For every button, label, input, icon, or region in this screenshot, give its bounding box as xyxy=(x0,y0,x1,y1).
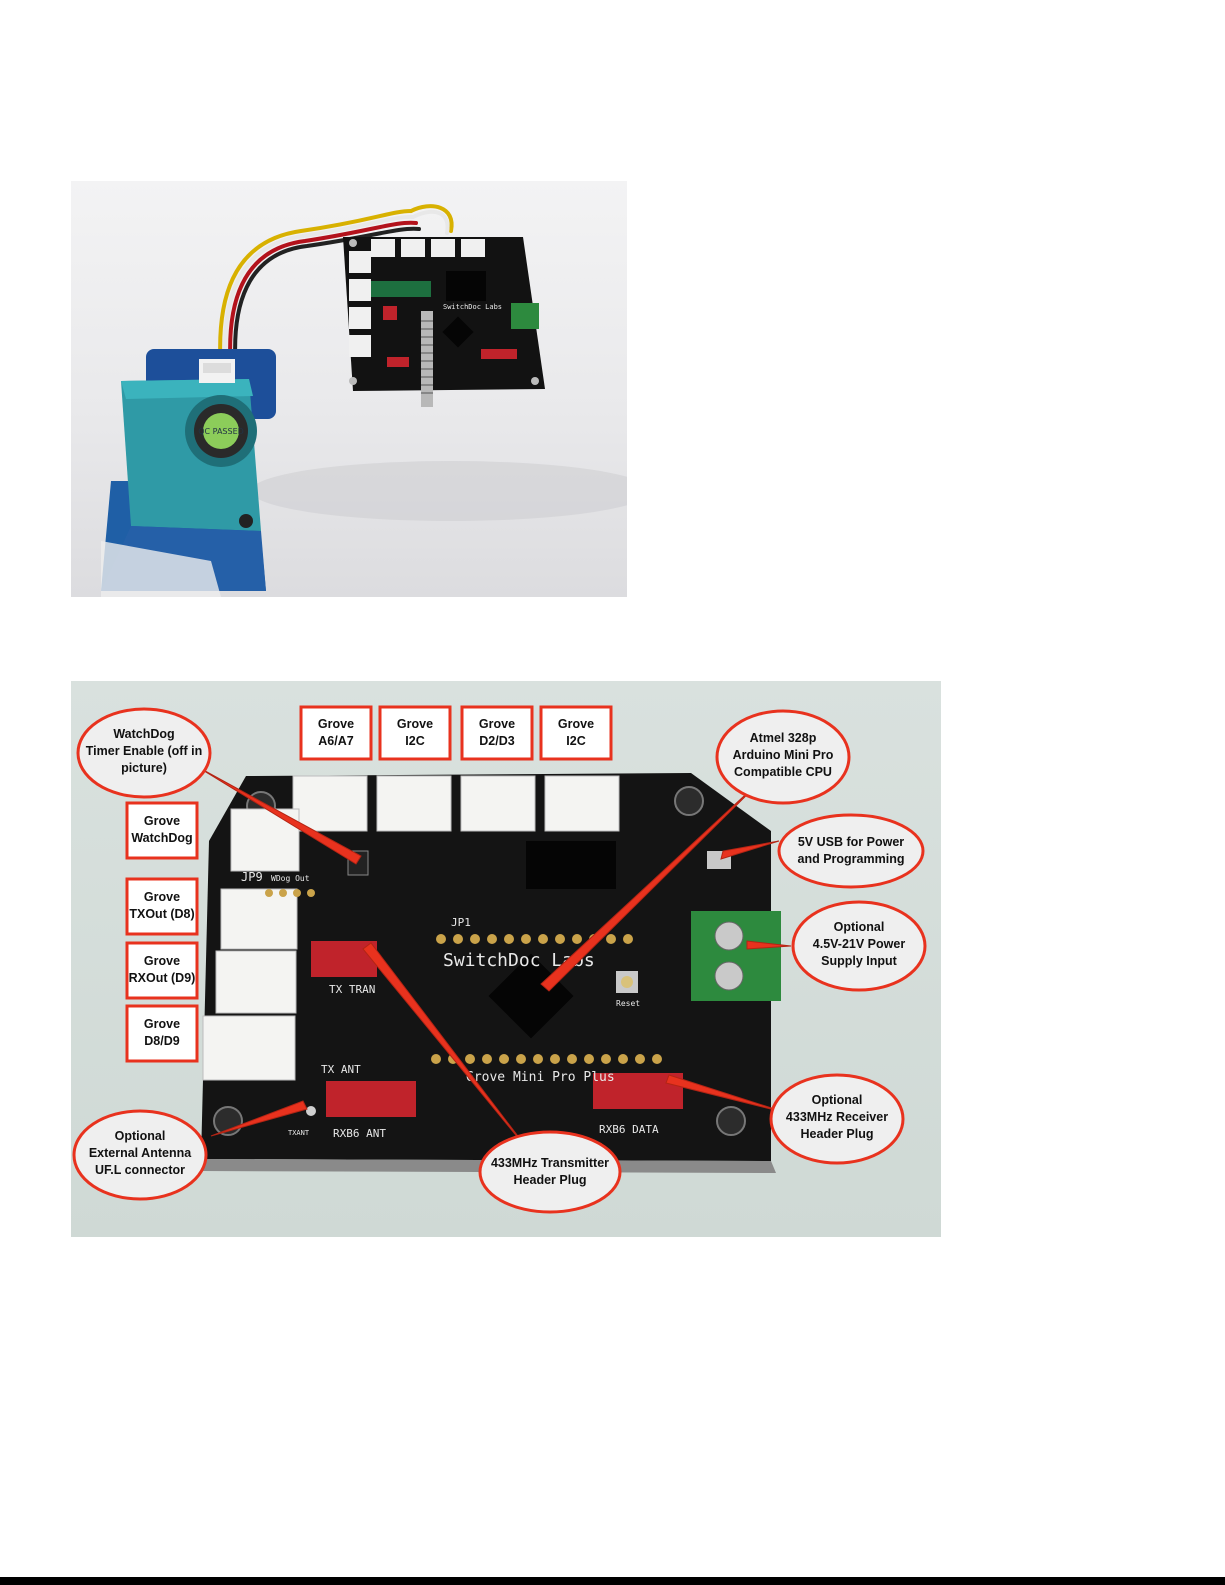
rxb6-ant-header xyxy=(326,1081,416,1117)
svg-text:I2C: I2C xyxy=(405,734,424,748)
particle-sensor-module: QC PASSED xyxy=(101,349,276,597)
callout-watchdog: WatchDog Timer Enable (off in picture) xyxy=(76,707,212,799)
svg-text:I2C: I2C xyxy=(566,734,585,748)
svg-text:Grove: Grove xyxy=(144,814,180,828)
svg-text:5V USB for Power: 5V USB for Power xyxy=(798,835,904,849)
silk-reset: Reset xyxy=(616,999,640,1008)
svg-text:D8/D9: D8/D9 xyxy=(144,1034,179,1048)
svg-text:RXOut (D9): RXOut (D9) xyxy=(129,971,196,985)
svg-text:Grove: Grove xyxy=(397,717,433,731)
silk-jp9: JP9 xyxy=(241,870,263,884)
callout-pointers xyxy=(195,765,792,1157)
label-grove-d2-d3: Grove D2/D3 xyxy=(460,705,534,761)
svg-text:Optional: Optional xyxy=(115,1129,166,1143)
svg-text:433MHz Transmitter: 433MHz Transmitter xyxy=(491,1156,609,1170)
svg-text:picture): picture) xyxy=(121,761,167,775)
label-grove-rxout: Grove RXOut (D9) xyxy=(125,941,199,1000)
silk-tx-ant: TX ANT xyxy=(321,1063,361,1076)
svg-text:Header Plug: Header Plug xyxy=(801,1127,874,1141)
svg-text:Grove: Grove xyxy=(479,717,515,731)
left-grove-connectors xyxy=(202,808,300,1081)
label-grove-i2c-1: Grove I2C xyxy=(378,705,452,761)
callout-receiver: Optional 433MHz Receiver Header Plug xyxy=(769,1073,905,1165)
silk-wdog: WDog Out xyxy=(271,874,310,883)
label-grove-a6-a7: Grove A6/A7 xyxy=(299,705,373,761)
callout-antenna: Optional External Antenna UF.L connector xyxy=(72,1109,208,1201)
silk-jp1: JP1 xyxy=(451,916,471,929)
svg-text:Grove: Grove xyxy=(558,717,594,731)
qc-sticker: QC PASSED xyxy=(198,427,244,436)
silk-logo: SwitchDoc Labs xyxy=(443,950,595,971)
svg-text:4.5V-21V Power: 4.5V-21V Power xyxy=(813,937,906,951)
board-logo: SwitchDoc Labs xyxy=(443,303,502,311)
svg-text:TXOut (D8): TXOut (D8) xyxy=(129,907,194,921)
svg-text:Timer Enable (off in: Timer Enable (off in xyxy=(86,744,202,758)
silk-board-name: Grove Mini Pro Plus xyxy=(466,1070,615,1085)
svg-text:UF.L connector: UF.L connector xyxy=(95,1163,185,1177)
svg-text:Optional: Optional xyxy=(834,920,885,934)
svg-text:Compatible CPU: Compatible CPU xyxy=(734,765,832,779)
callout-usb: 5V USB for Power and Programming xyxy=(777,813,925,889)
annotated-board-photo: SwitchDoc Labs Grove Mini Pro Plus JP9 W… xyxy=(71,681,941,1237)
svg-text:Supply Input: Supply Input xyxy=(821,954,898,968)
ufl-connector xyxy=(306,1106,316,1116)
silk-txant: TXANT xyxy=(288,1129,310,1137)
label-grove-i2c-2: Grove I2C xyxy=(539,705,613,761)
svg-text:WatchDog: WatchDog xyxy=(131,831,192,845)
label-grove-d8-d9: Grove D8/D9 xyxy=(125,1004,199,1063)
svg-text:External Antenna: External Antenna xyxy=(89,1146,192,1160)
svg-text:Optional: Optional xyxy=(812,1093,863,1107)
svg-text:Grove: Grove xyxy=(144,890,180,904)
silk-tx-tran: TX TRAN xyxy=(329,983,375,996)
svg-text:A6/A7: A6/A7 xyxy=(318,734,353,748)
page-bottom-rule xyxy=(0,1577,1225,1585)
silk-rxb6-data: RXB6 DATA xyxy=(599,1123,659,1136)
svg-text:Grove: Grove xyxy=(144,1017,180,1031)
label-grove-watchdog: Grove WatchDog xyxy=(125,801,199,860)
silk-rxb6-ant: RXB6 ANT xyxy=(333,1127,386,1140)
svg-text:Header Plug: Header Plug xyxy=(514,1173,587,1187)
board-with-sensor-photo: QC PASSED SwitchDo xyxy=(71,181,627,597)
callout-power: Optional 4.5V-21V Power Supply Input xyxy=(791,900,927,992)
usb-serial-chip xyxy=(526,841,616,889)
svg-text:433MHz Receiver: 433MHz Receiver xyxy=(786,1110,888,1124)
grove-cable xyxy=(218,204,454,373)
svg-text:D2/D3: D2/D3 xyxy=(479,734,514,748)
svg-text:and Programming: and Programming xyxy=(798,852,905,866)
callout-transmitter: 433MHz Transmitter Header Plug xyxy=(478,1130,622,1214)
svg-text:Grove: Grove xyxy=(144,954,180,968)
svg-text:Arduino Mini Pro: Arduino Mini Pro xyxy=(733,748,834,762)
svg-text:Grove: Grove xyxy=(318,717,354,731)
top-grove-connectors xyxy=(292,775,620,832)
svg-text:WatchDog: WatchDog xyxy=(113,727,174,741)
svg-text:Atmel 328p: Atmel 328p xyxy=(750,731,817,745)
label-grove-txout: Grove TXOut (D8) xyxy=(125,877,199,936)
callout-atmel: Atmel 328p Arduino Mini Pro Compatible C… xyxy=(715,709,851,805)
controller-board: SwitchDoc Labs xyxy=(343,237,545,407)
